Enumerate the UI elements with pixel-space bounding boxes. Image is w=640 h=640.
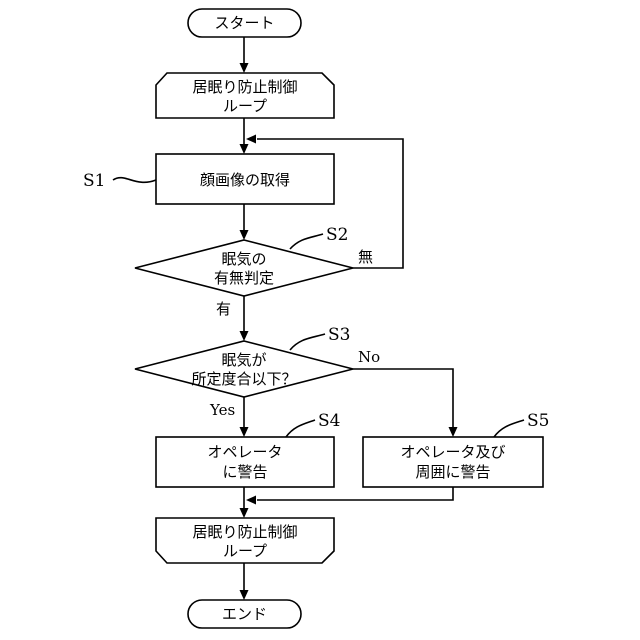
decision-s2: 眠気の 有無判定 <box>135 240 353 296</box>
s5-label-line1: オペレータ及び <box>400 443 505 461</box>
arrow-s1-to-s2 <box>240 204 249 240</box>
s4-label-line2: に警告 <box>222 463 267 481</box>
process-s4: オペレータ に警告 <box>156 437 334 487</box>
loop-end-label-line2: ループ <box>223 542 267 560</box>
arrow-s3-yes-to-s4 <box>240 397 249 437</box>
end-terminator: エンド <box>188 600 301 628</box>
s2-label-line2: 有無判定 <box>214 269 274 287</box>
step-label-s1: S1 <box>83 171 105 191</box>
s3-label-line1: 眠気が <box>221 351 266 369</box>
s1-leader-line <box>113 178 156 183</box>
loop-start-label-line1: 居眠り防止制御 <box>192 78 297 96</box>
loop-start-block: 居眠り防止制御 ループ <box>156 73 334 118</box>
loop-end-label-line1: 居眠り防止制御 <box>192 523 297 541</box>
s1-label: 顔画像の取得 <box>200 171 290 189</box>
s3-yes-label: Yes <box>209 401 235 419</box>
loop-start-label-line2: ループ <box>223 97 267 115</box>
step-label-s5: S5 <box>527 411 549 431</box>
arrow-start-to-loop <box>240 37 249 73</box>
s3-leader-line <box>290 334 325 350</box>
arrow-s2-to-s3 <box>240 296 249 341</box>
process-s5: オペレータ及び 周囲に警告 <box>363 437 543 487</box>
end-label: エンド <box>222 605 267 623</box>
s4-leader-line <box>286 420 315 437</box>
loop-end-block: 居眠り防止制御 ループ <box>156 518 334 563</box>
start-label: スタート <box>214 14 274 32</box>
process-s1: 顔画像の取得 <box>156 154 334 204</box>
step-label-s3: S3 <box>328 325 350 345</box>
arrow-s3-no-to-s5 <box>353 369 458 437</box>
arrow-loop-end-to-end <box>240 563 249 600</box>
s2-leader-line <box>290 234 323 249</box>
arrow-merge-to-loop-end <box>240 487 454 518</box>
decision-s3: 眠気が 所定度合以下？ <box>135 341 353 397</box>
start-terminator: スタート <box>188 9 301 37</box>
s3-no-label: No <box>358 348 380 366</box>
s5-leader-line <box>494 420 524 437</box>
s2-no-label: 無 <box>358 248 373 266</box>
s3-label-line2: 所定度合以下？ <box>191 370 296 388</box>
step-label-s4: S4 <box>318 411 340 431</box>
s4-label-line1: オペレータ <box>207 443 282 461</box>
s5-label-line2: 周囲に警告 <box>415 463 490 481</box>
s2-label-line1: 眠気の <box>221 250 266 268</box>
s2-yes-label: 有 <box>216 300 231 318</box>
step-label-s2: S2 <box>326 225 348 245</box>
arrow-loop-to-s1 <box>240 118 249 154</box>
